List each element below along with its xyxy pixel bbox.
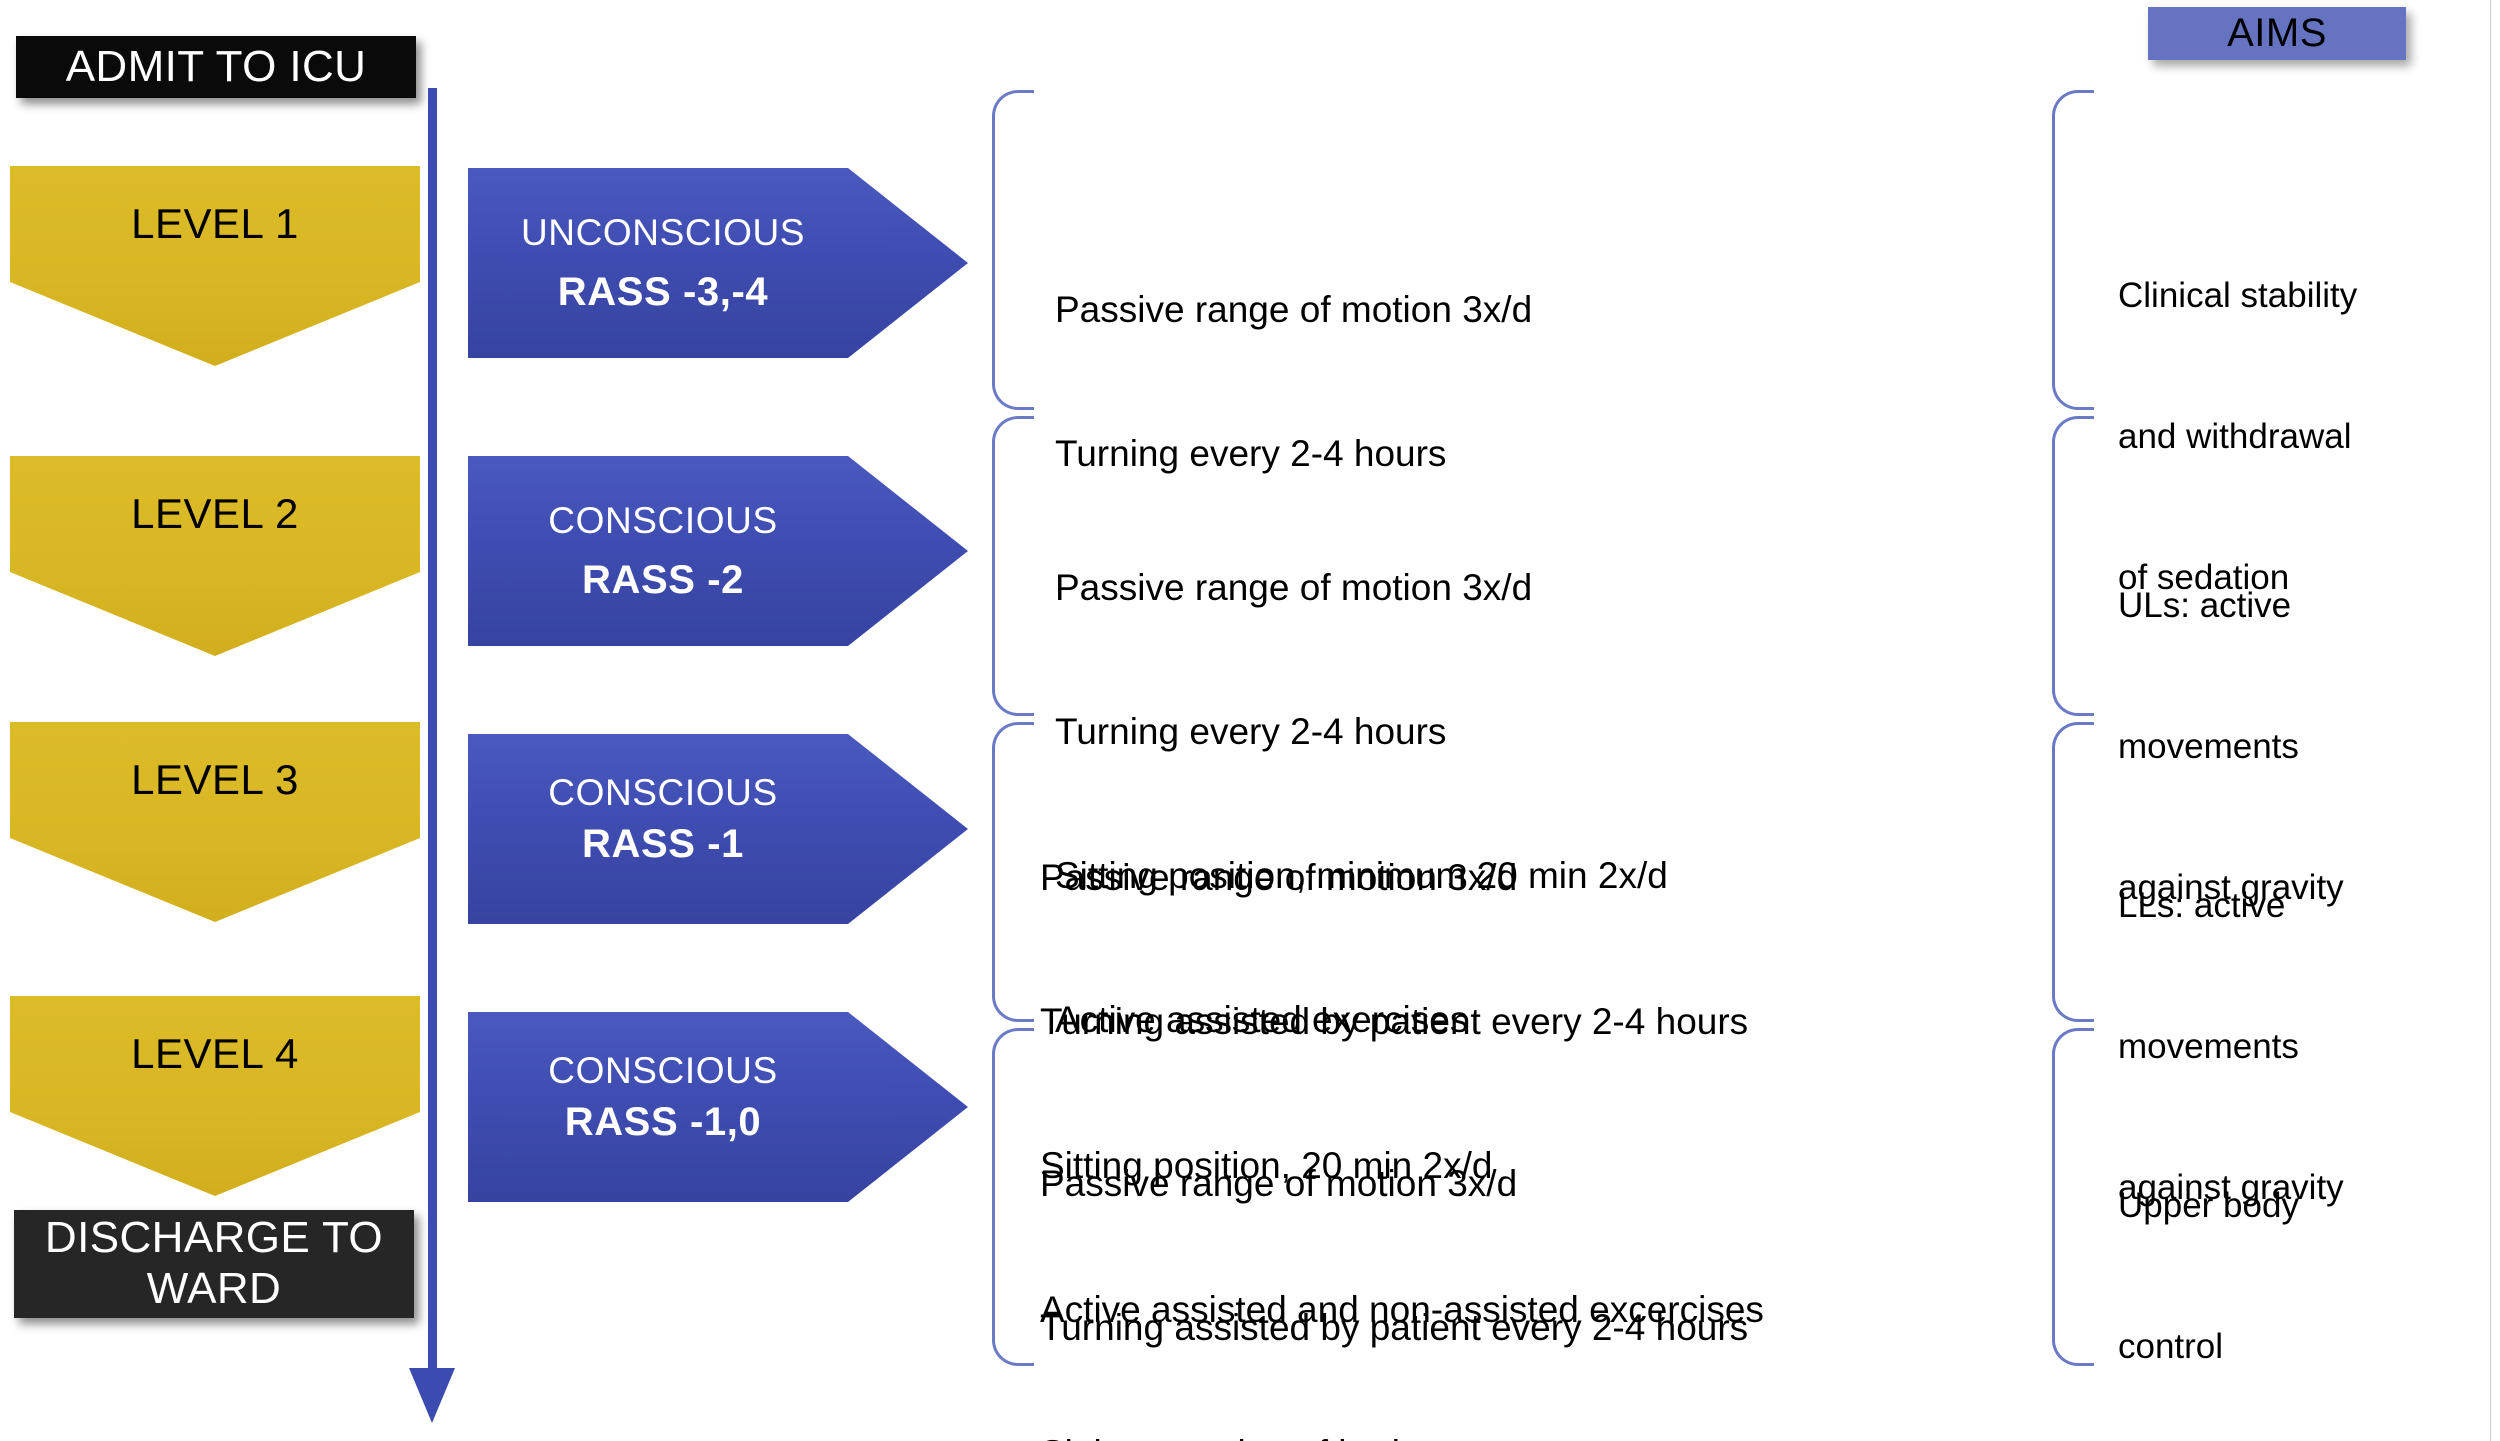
intervention-brace-1 <box>992 90 1034 410</box>
intervention-1-line-2: Turning every 2-4 hours <box>1055 433 1447 474</box>
intervention-1-line-1: Passive range of motion 3x/d <box>1055 289 1533 330</box>
aims-block-4: Upper body control Sitting Improved func… <box>2118 1088 2448 1441</box>
aims-2-line-3: against gravity <box>2118 868 2344 907</box>
aims-4-line-1: Upper body <box>2118 1186 2299 1225</box>
aims-brace-2 <box>2052 416 2094 716</box>
state-1-arrow <box>468 168 968 358</box>
intervention-block-3: Passive range of motion 3x/d Turning ass… <box>1040 758 1764 1441</box>
intervention-block-1: Passive range of motion 3x/d Turning eve… <box>1055 190 1532 574</box>
aims-block-1: Clinical stability and withdrawal of sed… <box>2118 178 2448 695</box>
progression-arrow-shaft <box>428 88 437 1378</box>
intervention-2-line-3: Sitting position, minimum 20 min 2x/d <box>1055 855 1668 896</box>
aims-3-line-3: against gravity <box>2118 1168 2344 1207</box>
state-4-arrow <box>468 1012 968 1202</box>
aims-1-line-3: of sedation <box>2118 558 2290 597</box>
level-2-chevron <box>10 456 420 656</box>
aims-4-line-2: control <box>2118 1327 2224 1366</box>
aims-header-label: AIMS <box>2227 11 2327 55</box>
aims-2-line-2: movements <box>2118 727 2299 766</box>
aims-1-line-1: Clinical stability <box>2118 276 2358 315</box>
intervention-block-2: Passive range of motion 3x/d Turning eve… <box>1055 468 1668 1140</box>
level-1-chevron <box>10 166 420 366</box>
intervention-3-line-2: Turning assisted by patient every 2-4 ho… <box>1040 1001 1749 1042</box>
discharge-to-ward-label: DISCHARGE TO WARD <box>44 1213 384 1313</box>
admit-to-icu-label: ADMIT TO ICU <box>65 41 367 91</box>
intervention-4-line-1: Passive range of motion 3x/d <box>1040 1163 1518 1204</box>
aims-1-line-2: and withdrawal <box>2118 417 2352 456</box>
aims-block-2: ULs: active movements against gravity <box>2118 488 2448 1005</box>
intervention-3-line-1: Passive range of motion 3x/d <box>1040 857 1518 898</box>
state-3-arrow <box>468 734 968 924</box>
intervention-3-line-3: Sitting position, 20 min 2x/d <box>1040 1145 1493 1186</box>
intervention-3-line-4: Active assisted and non-assisted excerci… <box>1040 1289 1764 1330</box>
aims-block-3: LLs: active movements against gravity <box>2118 788 2448 1305</box>
intervention-brace-3 <box>992 722 1034 1022</box>
aims-brace-1 <box>2052 90 2094 410</box>
state-2-arrow <box>468 456 968 646</box>
aims-header: AIMS <box>2148 7 2406 60</box>
aims-brace-3 <box>2052 722 2094 1022</box>
level-3-chevron <box>10 722 420 922</box>
level-4-chevron <box>10 996 420 1196</box>
admit-to-icu-box: ADMIT TO ICU <box>16 36 416 98</box>
aims-brace-4 <box>2052 1028 2094 1366</box>
page-border-line <box>2490 0 2491 1441</box>
intervention-2-line-2: Turning every 2-4 hours <box>1055 711 1447 752</box>
intervention-brace-2 <box>992 416 1034 716</box>
discharge-to-ward-box: DISCHARGE TO WARD <box>14 1210 414 1318</box>
intervention-3-line-5: Sitting on edge of bed <box>1040 1430 1764 1441</box>
progression-arrow-head-icon <box>409 1368 455 1423</box>
intervention-4-line-2: Turning assisted by patient every 2-4 ho… <box>1040 1307 1749 1348</box>
aims-2-line-1: ULs: active <box>2118 586 2292 625</box>
intervention-2-line-4: Active assisted exercises <box>1055 999 1469 1040</box>
intervention-brace-4 <box>992 1028 1034 1366</box>
intervention-2-line-1: Passive range of motion 3x/d <box>1055 567 1533 608</box>
intervention-block-4: Passive range of motion 3x/d Turning ass… <box>1040 1064 1945 1441</box>
aims-3-line-1: LLs: active <box>2118 886 2286 925</box>
aims-3-line-2: movements <box>2118 1027 2299 1066</box>
